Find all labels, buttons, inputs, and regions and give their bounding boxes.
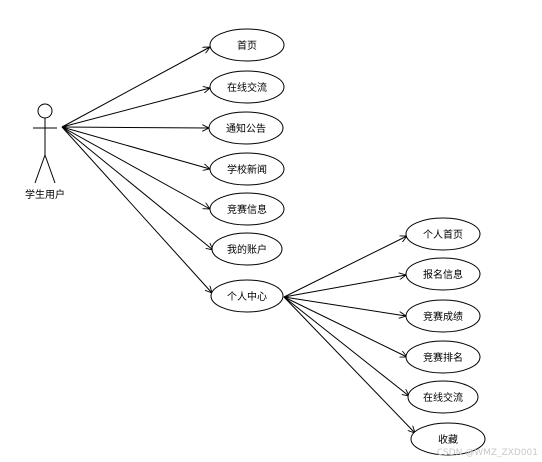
use-case-signup-info-label: 报名信息 <box>423 268 463 281</box>
use-case-contest-ranking: 竞赛排名 <box>405 340 481 374</box>
use-case-contest-scores: 竞赛成绩 <box>405 299 481 333</box>
use-case-sub-online-chat: 在线交流 <box>407 380 479 414</box>
actor-figure <box>33 103 57 184</box>
use-case-contest-info-label: 竞赛信息 <box>227 203 267 216</box>
use-case-signup-info: 报名信息 <box>405 257 481 291</box>
use-case-personal-center: 个人中心 <box>210 279 284 313</box>
use-case-contest-scores-label: 竞赛成绩 <box>423 310 463 323</box>
use-case-contest-ranking-label: 竞赛排名 <box>423 351 463 364</box>
use-case-favorites: 收藏 <box>410 422 486 456</box>
use-case-school-news: 学校新闻 <box>209 152 285 186</box>
use-case-notices: 通知公告 <box>208 111 284 145</box>
use-case-notices-label: 通知公告 <box>226 122 266 135</box>
use-case-my-account-label: 我的账户 <box>227 243 267 256</box>
use-case-contest-info: 竞赛信息 <box>209 192 285 226</box>
use-case-sub-online-chat-label: 在线交流 <box>423 391 463 404</box>
use-case-favorites-label: 收藏 <box>438 433 458 446</box>
use-case-home: 首页 <box>209 28 285 62</box>
use-case-online-chat-label: 在线交流 <box>227 81 267 94</box>
use-case-my-account: 我的账户 <box>211 232 283 266</box>
actor-label: 学生用户 <box>25 188 65 201</box>
watermark-text: CSDN @WMZ_ZXD001 <box>437 448 538 458</box>
actor-associations <box>61 47 213 293</box>
use-case-personal-home: 个人首页 <box>405 217 481 251</box>
use-case-school-news-label: 学校新闻 <box>227 163 267 176</box>
sub-associations <box>283 236 415 433</box>
use-case-online-chat: 在线交流 <box>209 70 285 104</box>
use-case-home-label: 首页 <box>237 39 257 52</box>
use-case-personal-center-label: 个人中心 <box>227 290 267 303</box>
use-case-personal-home-label: 个人首页 <box>423 228 463 241</box>
